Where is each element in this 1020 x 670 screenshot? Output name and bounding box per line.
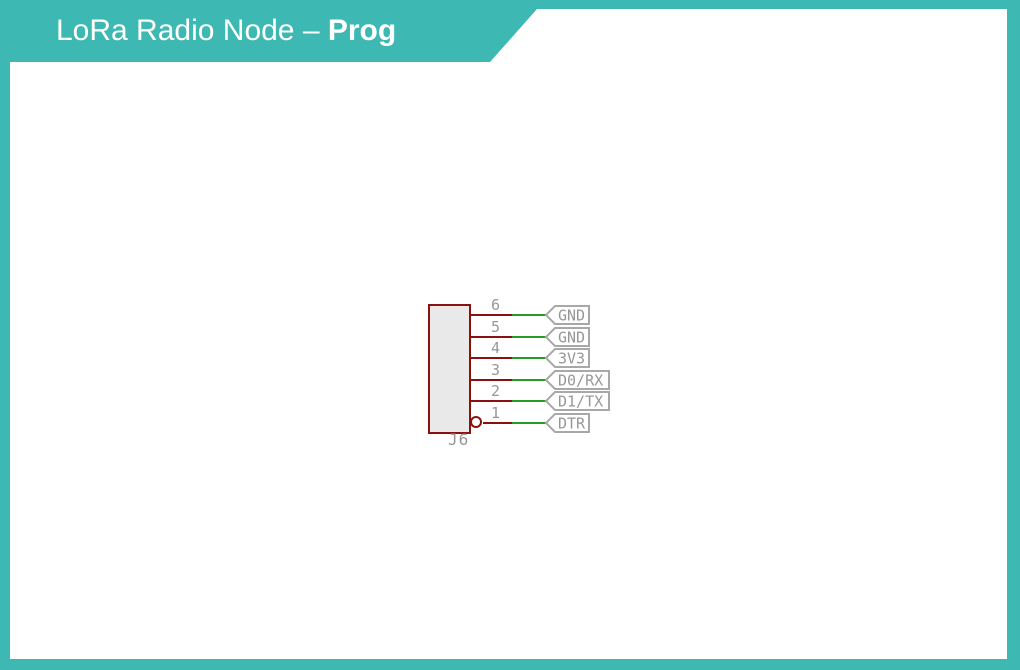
pin-number: 2 xyxy=(490,382,500,400)
net-label-flag: D0/RX xyxy=(544,369,610,390)
net-label-text: 3V3 xyxy=(558,350,585,368)
pin-wire-red xyxy=(471,357,512,359)
net-wire-green xyxy=(512,378,546,381)
pin1-marker-circle xyxy=(470,416,482,428)
net-wire-green xyxy=(512,421,546,424)
connector-refdes: J6 xyxy=(448,430,470,449)
net-label-flag: GND xyxy=(544,326,590,347)
net-flag-outline xyxy=(544,369,610,390)
pin-wire-red xyxy=(471,400,512,402)
net-label-text: D1/TX xyxy=(558,393,603,411)
net-wire-green xyxy=(512,357,546,359)
net-flag-outline xyxy=(544,326,590,347)
net-label-flag: D1/TX xyxy=(544,391,610,411)
net-label-text: GND xyxy=(558,328,585,346)
net-flag-outline xyxy=(544,348,590,368)
pin-number: 1 xyxy=(490,403,500,422)
net-wire-green xyxy=(512,314,546,316)
net-label-flag: GND xyxy=(544,305,590,325)
frame-border-bottom xyxy=(0,659,1020,670)
page-title: LoRa Radio Node – Prog xyxy=(56,0,396,62)
net-flag-outline xyxy=(544,391,610,411)
pin-number: 4 xyxy=(490,339,500,357)
connector-body xyxy=(428,304,471,434)
frame-border-left xyxy=(0,0,10,670)
net-flag-outline xyxy=(544,305,590,325)
page-title-regular: LoRa Radio Node – xyxy=(56,14,328,47)
pin-number: 3 xyxy=(490,360,500,379)
page-title-bold: Prog xyxy=(327,14,397,47)
net-label-flag: 3V3 xyxy=(544,348,590,368)
pin-wire-red xyxy=(471,314,512,316)
pin-wire-red xyxy=(471,335,512,338)
pin-wire-red xyxy=(483,421,512,424)
net-label-text: DTR xyxy=(558,414,586,432)
net-flag-outline xyxy=(544,412,590,433)
net-label-text: GND xyxy=(558,307,585,325)
net-label-flag: DTR xyxy=(544,412,590,433)
pin-number: 5 xyxy=(490,317,500,336)
frame-border-right xyxy=(1007,0,1020,670)
pin-number: 6 xyxy=(490,296,500,314)
pin-wire-red xyxy=(471,378,512,381)
net-label-text: D0/RX xyxy=(558,371,603,389)
net-wire-green xyxy=(512,335,546,338)
net-wire-green xyxy=(512,400,546,402)
